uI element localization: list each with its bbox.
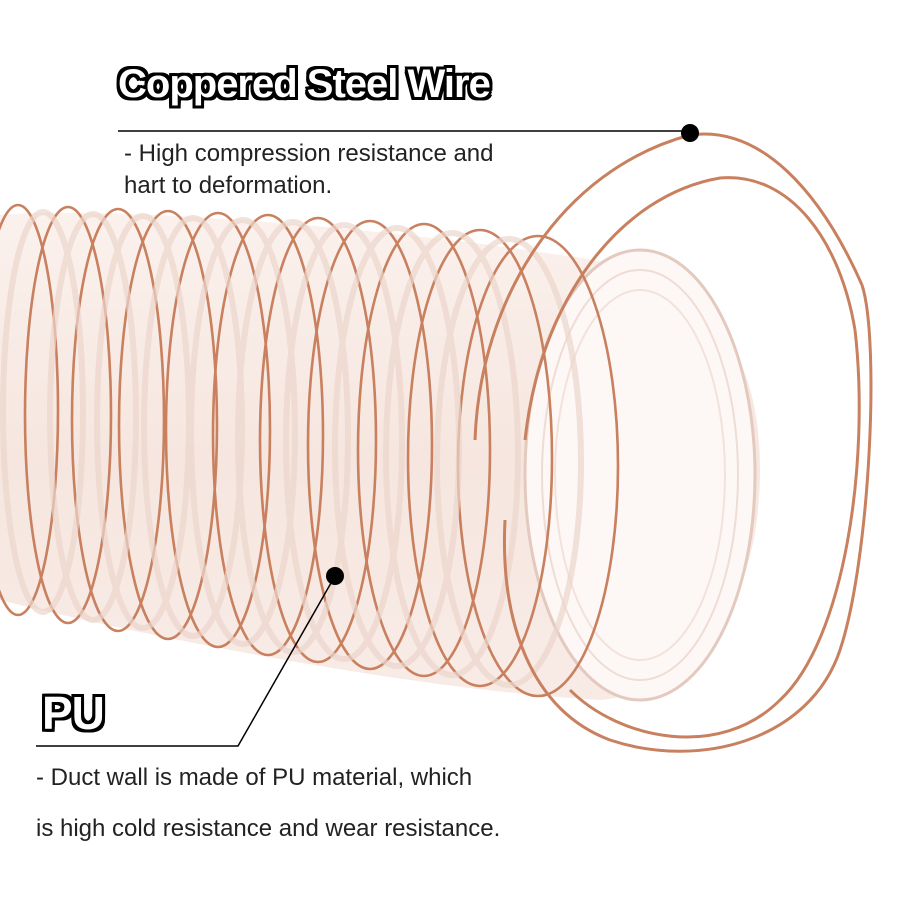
coil bbox=[258, 216, 378, 664]
wire-description-line-1: - High compression resistance and bbox=[124, 140, 494, 167]
wire-marker-icon bbox=[681, 124, 699, 142]
pu-title: PU bbox=[42, 687, 105, 739]
coil bbox=[0, 203, 60, 617]
hose-ribs bbox=[0, 209, 584, 688]
coil bbox=[406, 228, 554, 688]
hose-coils bbox=[0, 203, 620, 698]
pu-description-line-2: is high cold resistance and wear resista… bbox=[36, 815, 501, 842]
pu-leader-line bbox=[36, 575, 336, 747]
wire-title: Coppered Steel Wire bbox=[118, 62, 491, 106]
pu-description-line-1: - Duct wall is made of PU material, whic… bbox=[36, 764, 473, 791]
coil bbox=[23, 205, 113, 625]
coil bbox=[117, 209, 219, 641]
coil bbox=[356, 222, 492, 678]
coil bbox=[211, 213, 325, 657]
wire-description-line-2: hart to deformation. bbox=[124, 172, 333, 199]
pu-marker-icon bbox=[326, 567, 344, 585]
coil bbox=[164, 211, 272, 649]
coil bbox=[70, 207, 166, 633]
free-wire bbox=[473, 132, 873, 753]
coil bbox=[306, 219, 434, 671]
